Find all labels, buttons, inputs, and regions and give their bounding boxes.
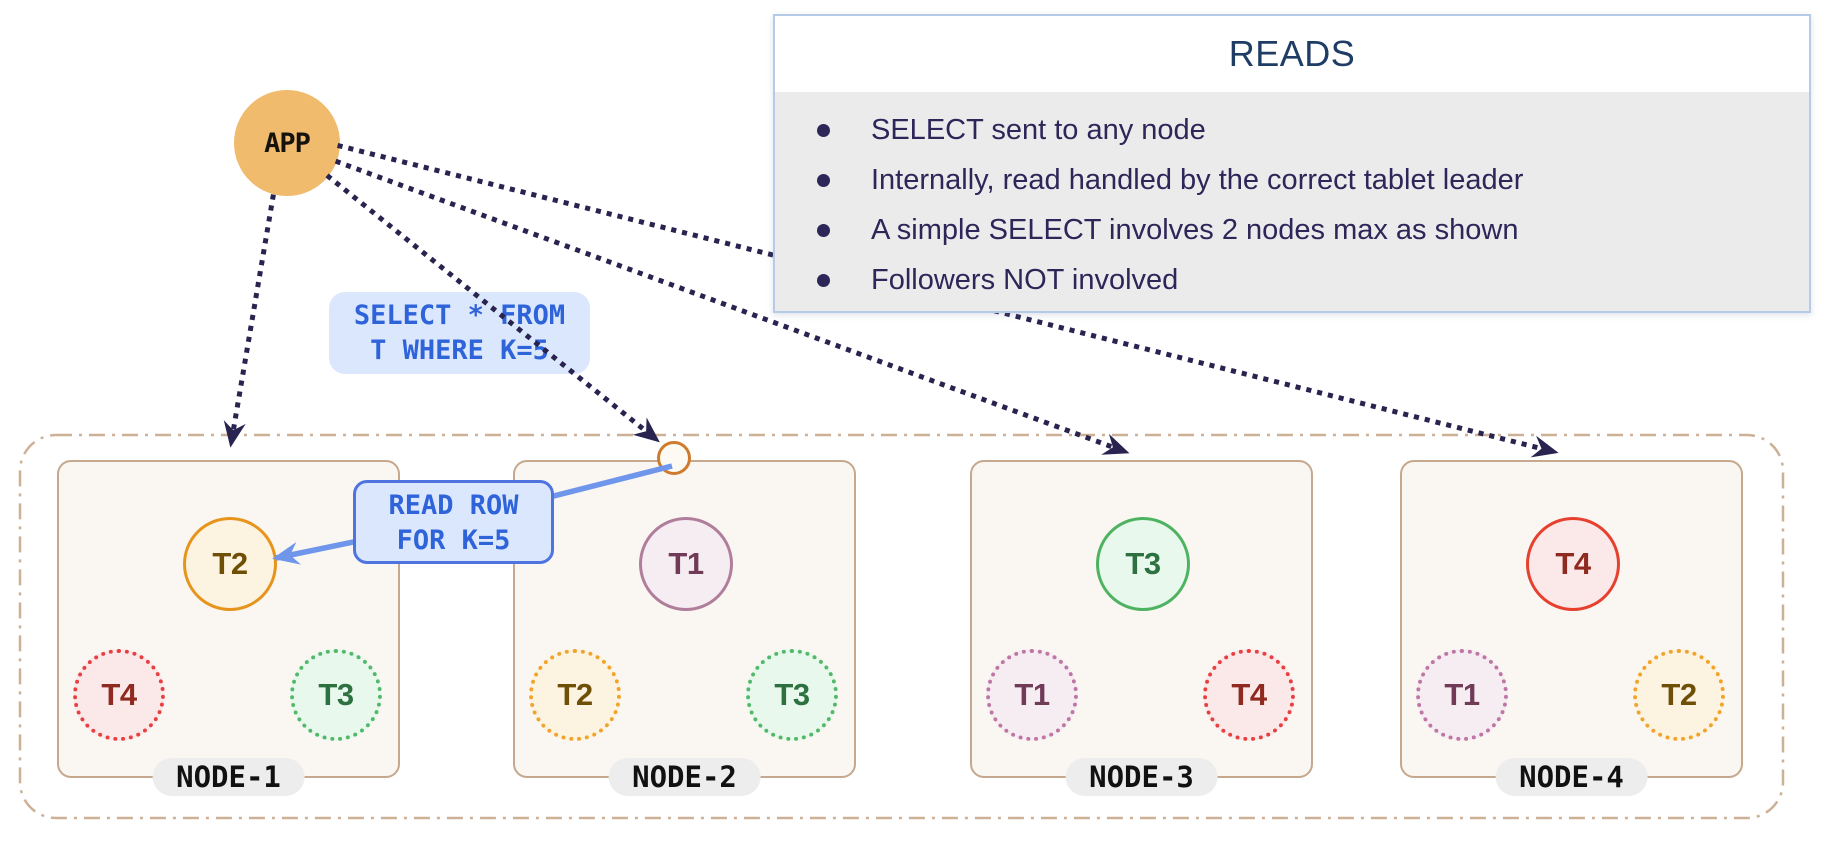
node-name-pill: NODE-3	[1065, 758, 1218, 796]
tablet-label: T3	[774, 677, 810, 712]
tablet-label: T4	[1555, 546, 1591, 581]
node-box-2: T1 T2 T3 NODE-2	[513, 460, 856, 796]
app-label: APP	[264, 127, 311, 159]
tablet-follower: T3	[746, 649, 838, 741]
node-box-1: T2 T4 T3 NODE-1	[57, 460, 400, 796]
bullet-dot-icon	[817, 124, 830, 137]
reads-bullet-item: A simple SELECT involves 2 nodes max as …	[775, 205, 1809, 255]
read-row-label: READ ROW FOR K=5	[353, 480, 554, 564]
dotted-arrow-app-to-node-1	[223, 194, 276, 448]
reads-info-panel: READS SELECT sent to any node Internally…	[773, 14, 1811, 313]
bullet-dot-icon	[817, 174, 830, 187]
reads-panel-title: READS	[1228, 33, 1356, 74]
tablet-label: T1	[668, 546, 704, 581]
tablet-leader: T4	[1526, 517, 1620, 611]
bullet-dot-icon	[817, 274, 830, 287]
reads-bullet-list: SELECT sent to any node Internally, read…	[775, 92, 1809, 305]
tablet-label: T1	[1444, 677, 1480, 712]
tablet-follower: T1	[1416, 649, 1508, 741]
select-query-line1: SELECT * FROM	[353, 300, 566, 331]
tablet-follower: T4	[1203, 649, 1295, 741]
query-entry-point-circle	[657, 441, 691, 475]
node-box-3: T3 T1 T4 NODE-3	[970, 460, 1313, 796]
read-row-line2: FOR K=5	[396, 525, 511, 556]
node-box-4: T4 T1 T2 NODE-4	[1400, 460, 1743, 796]
select-query-label: SELECT * FROM T WHERE K=5	[329, 292, 590, 374]
tablet-label: T3	[318, 677, 354, 712]
tablet-follower: T2	[1633, 649, 1725, 741]
node-name-pill: NODE-2	[608, 758, 761, 796]
node-name-pill: NODE-4	[1495, 758, 1648, 796]
bullet-dot-icon	[817, 224, 830, 237]
tablet-leader: T1	[639, 517, 733, 611]
tablet-leader: T2	[183, 517, 277, 611]
reads-bullet-item: SELECT sent to any node	[775, 105, 1809, 155]
reads-bullet-item: Internally, read handled by the correct …	[775, 155, 1809, 205]
tablet-follower: T4	[73, 649, 165, 741]
tablet-label: T4	[1231, 677, 1267, 712]
node-name-pill: NODE-1	[152, 758, 305, 796]
tablet-label: T3	[1125, 546, 1161, 581]
read-row-line1: READ ROW	[388, 490, 519, 521]
select-query-line2: T WHERE K=5	[370, 335, 549, 366]
tablet-follower: T2	[529, 649, 621, 741]
tablet-label: T4	[101, 677, 137, 712]
reads-bullet-item: Followers NOT involved	[775, 255, 1809, 305]
tablet-leader: T3	[1096, 517, 1190, 611]
tablet-follower: T1	[986, 649, 1078, 741]
reads-panel-body: SELECT sent to any node Internally, read…	[775, 92, 1809, 311]
tablet-label: T2	[557, 677, 593, 712]
tablet-label: T2	[1661, 677, 1697, 712]
tablet-label: T1	[1014, 677, 1050, 712]
tablet-follower: T3	[290, 649, 382, 741]
tablet-label: T2	[212, 546, 248, 581]
app-circle: APP	[234, 90, 340, 196]
